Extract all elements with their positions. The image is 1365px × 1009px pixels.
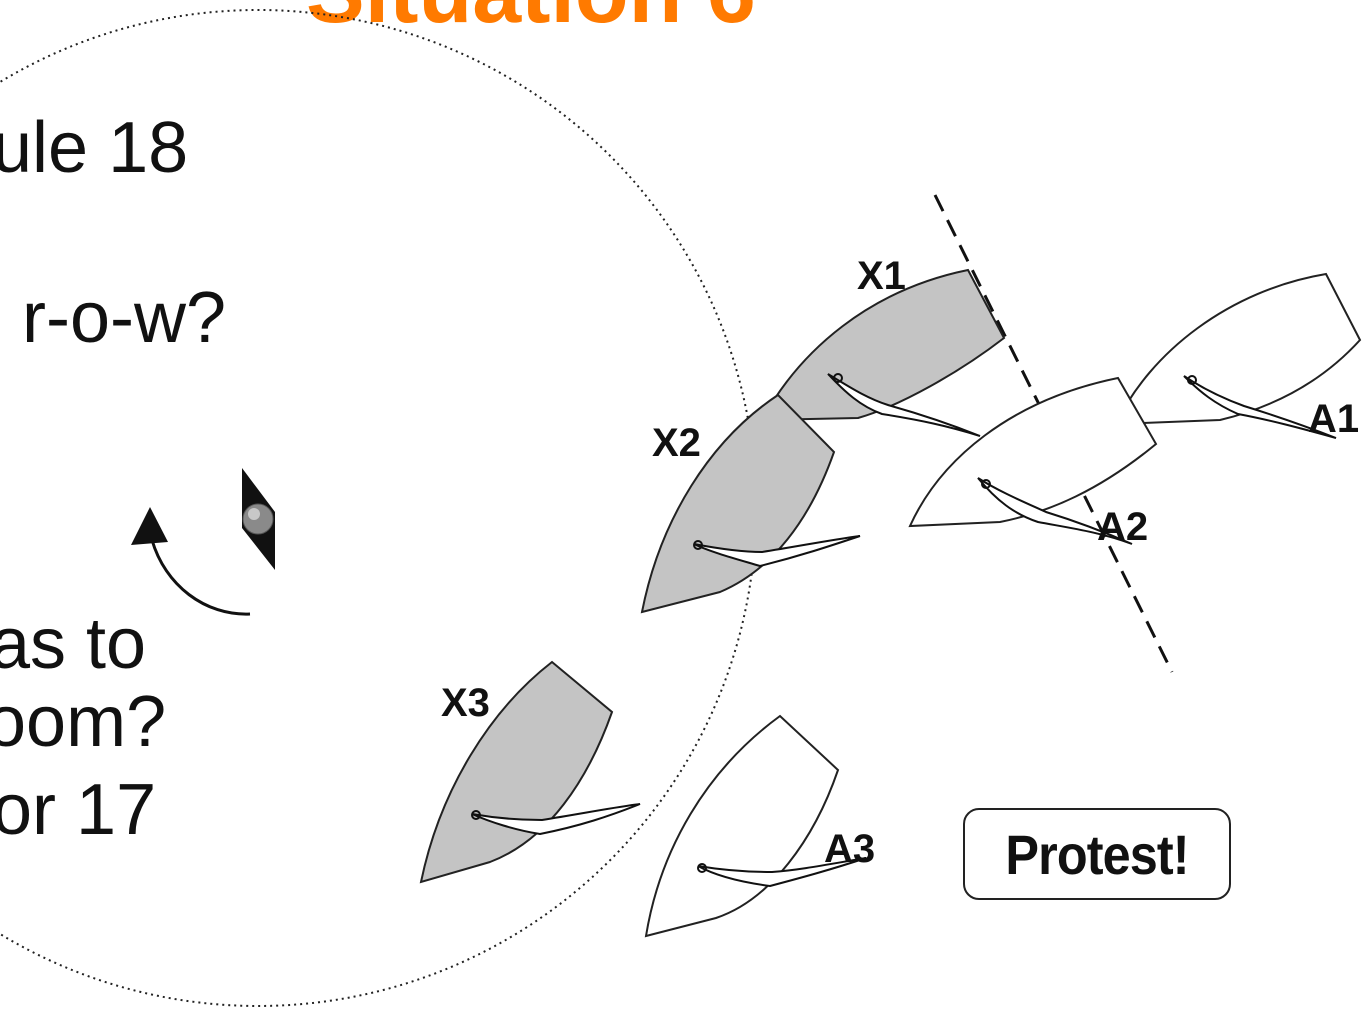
text-or-17: or 17: [0, 770, 157, 850]
boat-a1: [1114, 272, 1362, 439]
boat-x3: [419, 660, 641, 884]
text-room-question: oom?: [0, 682, 167, 762]
mark-zone-circle: [0, 9, 757, 1007]
boat-a3: [644, 714, 867, 938]
mark-icon: [242, 468, 275, 570]
boat-x2: [640, 393, 861, 614]
text-rule-18: ule 18: [0, 108, 189, 188]
text-row-question: r-o-w?: [22, 278, 227, 358]
label-x1: X1: [857, 254, 906, 298]
label-a2: A2: [1097, 505, 1148, 549]
protest-callout-text: Protest!: [1005, 822, 1189, 886]
label-a3: A3: [824, 827, 875, 871]
boat-a2: [908, 376, 1158, 545]
protest-callout: Protest!: [963, 808, 1231, 900]
slide-title: Situation 6: [306, 0, 756, 36]
label-x2: X2: [652, 421, 701, 465]
label-x3: X3: [441, 681, 490, 725]
rounding-arrow-icon: [131, 507, 251, 616]
label-a1: A1: [1308, 397, 1359, 441]
boat-x1: [760, 268, 1006, 437]
text-has-to: as to: [0, 604, 147, 684]
